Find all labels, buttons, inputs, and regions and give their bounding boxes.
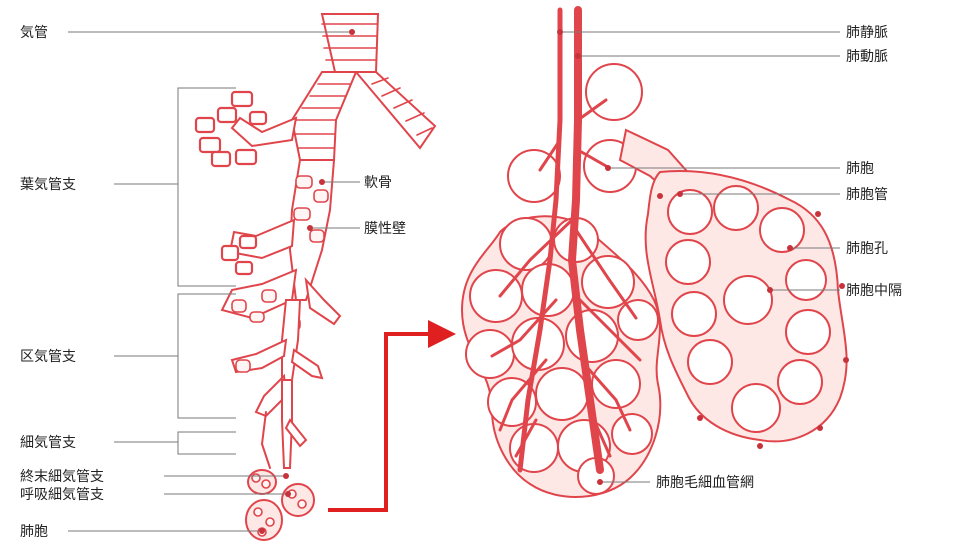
label-pulmonary-vein: 肺静脈 xyxy=(846,25,888,41)
label-lobar-bronchus: 葉気管支 xyxy=(20,177,76,193)
left-labels: 気管 葉気管支 区気管支 細気管支 終末細気管支 呼吸細気管支 肺胞 xyxy=(20,25,104,540)
main-bronchus-right xyxy=(356,72,435,148)
trachea-shape xyxy=(322,14,378,72)
label-alveolar-duct: 肺胞管 xyxy=(846,187,888,203)
upper-alveolus-left xyxy=(508,150,560,202)
bronchial-tree xyxy=(178,14,435,540)
alveolar-clusters xyxy=(246,470,314,540)
label-trachea: 気管 xyxy=(20,25,48,41)
label-terminal-bronchiole: 終末細気管支 xyxy=(20,469,104,485)
zoom-arrow xyxy=(328,320,456,510)
label-alveolar-pore: 肺胞孔 xyxy=(846,241,888,257)
lobar-branches xyxy=(196,92,296,166)
label-membranous-wall: 膜性壁 xyxy=(364,221,406,237)
label-alveolus-right: 肺胞 xyxy=(846,161,874,177)
label-segmental-bronchus: 区気管支 xyxy=(20,349,76,365)
label-bronchiole: 細気管支 xyxy=(20,435,76,451)
center-labels: 軟骨 膜性壁 xyxy=(364,175,406,237)
label-alveolar-septum: 肺胞中隔 xyxy=(846,283,902,299)
label-cartilage: 軟骨 xyxy=(364,175,392,191)
alveolar-sac-cluster xyxy=(462,10,849,497)
upper-alveolus-top xyxy=(586,64,642,120)
label-pulmonary-artery: 肺動脈 xyxy=(846,49,888,65)
label-respiratory-bronchiole: 呼吸細気管支 xyxy=(20,487,104,503)
segmental-branches xyxy=(222,160,340,416)
label-alveolus-left: 肺胞 xyxy=(20,524,48,540)
main-bronchus-left xyxy=(292,72,356,160)
label-capillary-network: 肺胞毛細血管網 xyxy=(656,475,754,491)
